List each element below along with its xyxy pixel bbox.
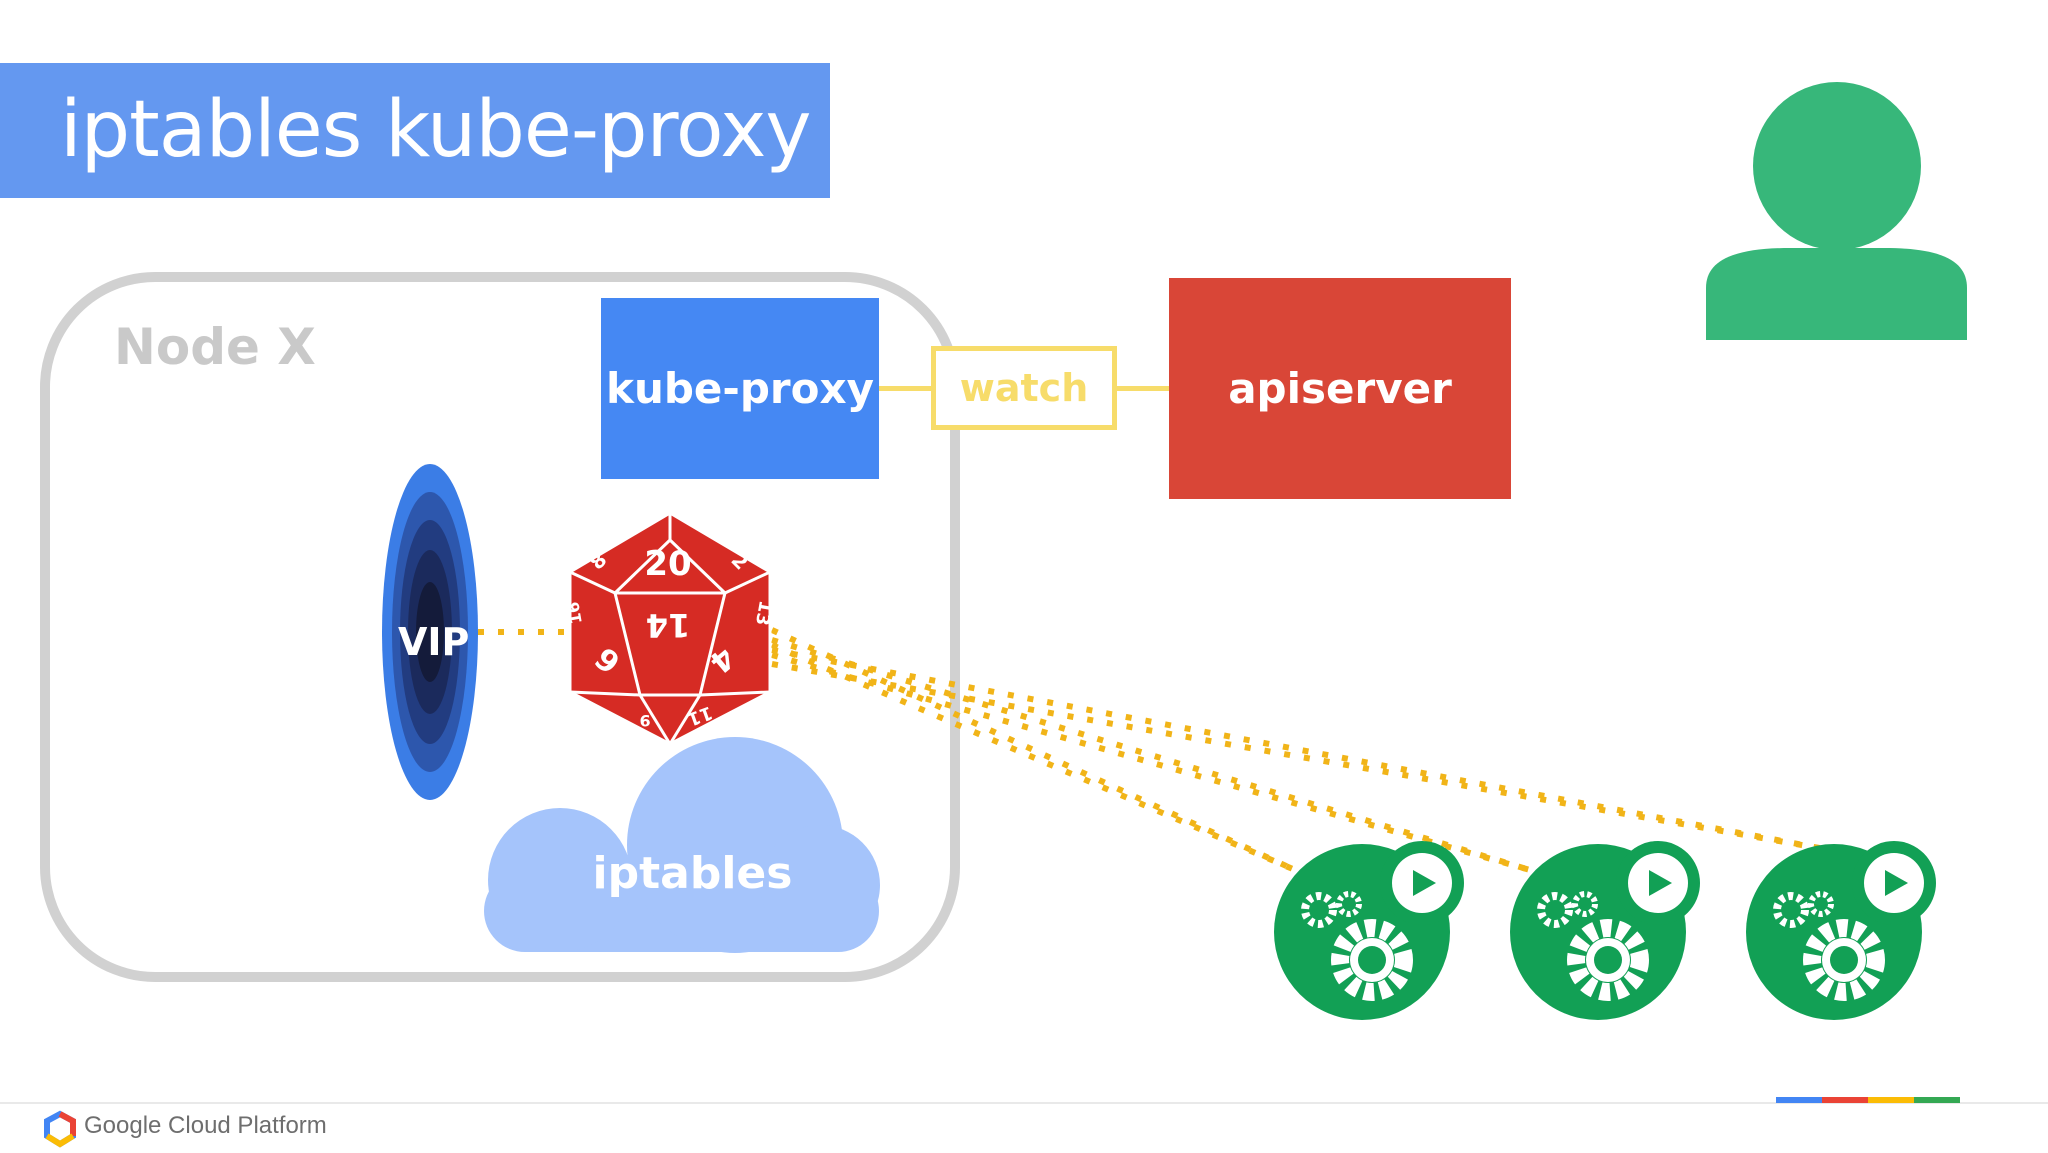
dice-face-14: 14 [646, 606, 691, 644]
node-container [40, 272, 960, 982]
iptables-label: iptables [592, 848, 793, 899]
node-label: Node X [114, 318, 316, 376]
dice-face-20: 20 [644, 544, 691, 584]
kube-proxy-box: kube-proxy [601, 298, 879, 479]
dice-face-13: 13 [751, 599, 776, 627]
dice-to-pod-1-line-b [770, 642, 1297, 873]
kube-proxy-watch-connector [879, 386, 931, 391]
cloud-icon [484, 737, 880, 953]
google-cloud-logo-icon [44, 1110, 76, 1148]
footer-logo-text: Google Cloud Platform [84, 1112, 327, 1139]
dice-to-pod-2-line-b [771, 652, 1531, 873]
watch-label: watch [959, 366, 1089, 410]
watch-box: watch [931, 346, 1117, 430]
play-icon [1413, 870, 1436, 896]
dice-to-pod-3-line [771, 647, 1831, 853]
brand-stripe-yellow [1868, 1097, 1914, 1103]
dice-to-pod-2-line [771, 637, 1531, 873]
play-icon [1885, 870, 1908, 896]
user-icon [1706, 82, 1967, 340]
watch-apiserver-connector [1117, 386, 1169, 391]
slide-title: iptables kube-proxy [60, 85, 812, 175]
dice-face-9: 9 [639, 711, 650, 730]
title-bar: iptables kube-proxy [0, 63, 830, 198]
apiserver-box: apiserver [1169, 278, 1511, 499]
dotted-connections [478, 627, 1831, 873]
pod-gears-icon-1 [1274, 841, 1464, 1020]
d20-dice-icon: 20 2 8 14 6 4 13 16 9 11 [563, 511, 776, 746]
vip-portal-icon [382, 464, 478, 800]
footer-divider [0, 1102, 2048, 1104]
brand-stripe-green [1914, 1097, 1960, 1103]
brand-stripe-red [1822, 1097, 1868, 1103]
kube-proxy-label: kube-proxy [606, 364, 874, 413]
apiserver-label: apiserver [1228, 364, 1452, 413]
play-icon [1649, 870, 1672, 896]
pod-gears-icon-2 [1510, 841, 1700, 1020]
brand-stripe-blue [1776, 1097, 1822, 1103]
vip-label: VIP [398, 620, 470, 664]
pod-gears-icon-3 [1746, 841, 1936, 1020]
dice-to-pod-3-line-b [771, 661, 1831, 853]
dice-face-16: 16 [563, 600, 586, 625]
